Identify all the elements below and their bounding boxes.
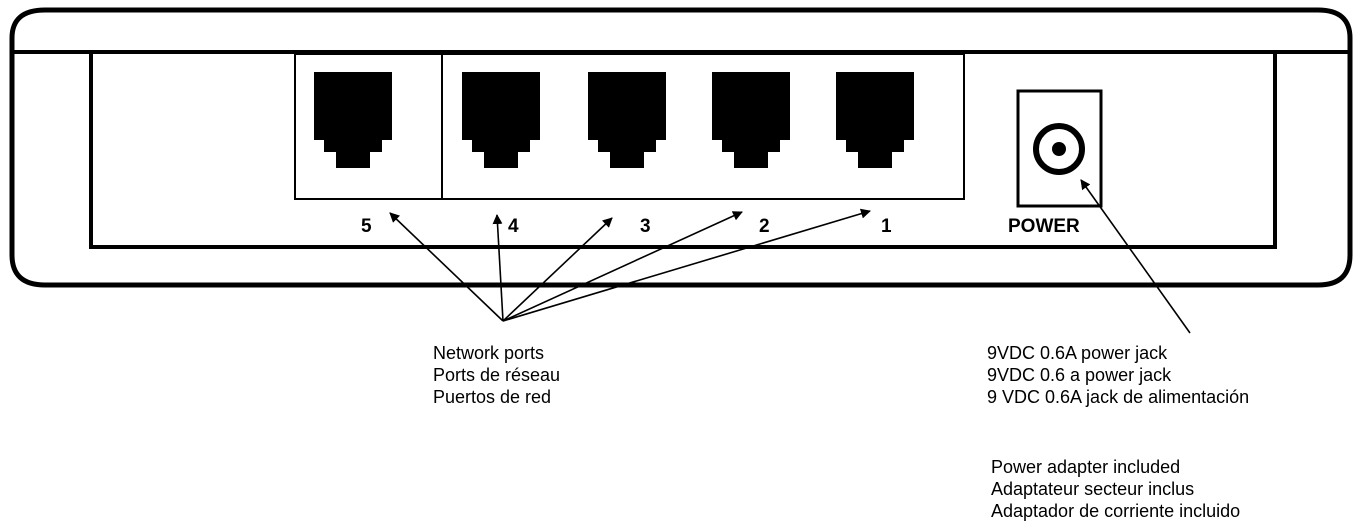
network-port-arrows (389, 208, 871, 322)
rj45-port-5-icon (314, 72, 392, 168)
device-casing (9, 7, 1353, 288)
rj45-port-4-icon (462, 72, 540, 168)
caption-line-es: 9 VDC 0.6A jack de alimentación (987, 387, 1250, 407)
ports-1-4-frame (441, 53, 965, 200)
caption-line-en: Power adapter included (991, 457, 1181, 477)
power-jack-caption: 9VDC 0.6A power jack 9VDC 0.6 a power ja… (987, 342, 1249, 408)
adapter-caption: Power adapter included Adaptateur secteu… (991, 456, 1240, 522)
rj45-port-3-icon (588, 72, 666, 168)
caption-line-es: Puertos de red (433, 387, 552, 407)
port-number-5: 5 (361, 216, 372, 237)
caption-line-en: 9VDC 0.6A power jack (987, 343, 1168, 363)
port-number-4: 4 (508, 216, 519, 237)
rj45-port-1-icon (836, 72, 914, 168)
power-jack-arrow (1080, 179, 1191, 334)
network-ports-caption: Network ports Ports de réseau Puertos de… (433, 342, 560, 408)
port-number-1: 1 (881, 216, 892, 237)
power-jack-frame (1016, 89, 1103, 208)
power-label: POWER (1008, 216, 1080, 237)
power-jack-icon (1033, 123, 1085, 175)
caption-line-fr: 9VDC 0.6 a power jack (987, 365, 1172, 385)
port-number-2: 2 (759, 216, 770, 237)
port-number-3: 3 (640, 216, 651, 237)
rear-panel (89, 50, 1277, 249)
caption-line-es: Adaptador de corriente incluido (991, 501, 1241, 521)
rj45-port-2-icon (712, 72, 790, 168)
caption-line-fr: Adaptateur secteur inclus (991, 479, 1195, 499)
caption-line-fr: Ports de réseau (433, 365, 561, 385)
caption-line-en: Network ports (433, 343, 545, 363)
